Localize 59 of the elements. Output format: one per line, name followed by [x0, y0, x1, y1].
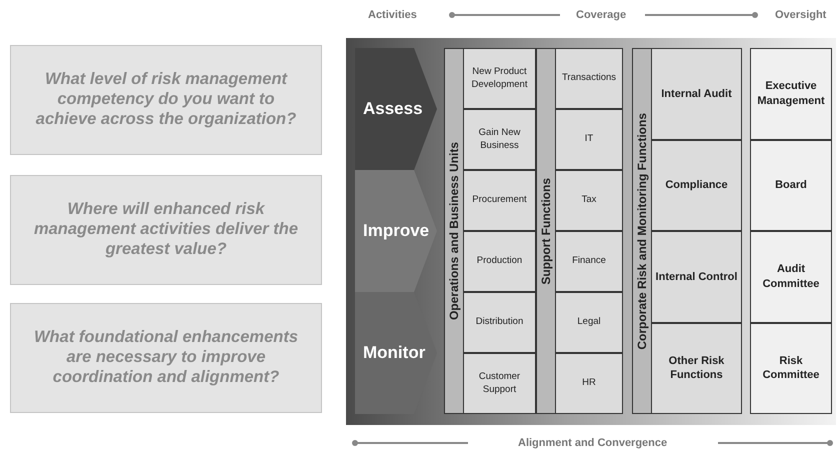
function-cell [651, 322, 742, 414]
function-cell [750, 140, 832, 231]
header-label: Activities [368, 9, 417, 21]
cell-label: Audit Committee [762, 262, 820, 292]
function-cell [463, 231, 536, 292]
column-heading: Operations and Business Units [447, 142, 461, 320]
cell-label: Transactions [562, 72, 616, 85]
header-label: Oversight [775, 9, 826, 21]
function-cell [750, 231, 832, 322]
cell-label: Board [775, 178, 807, 192]
cell-label: New Product Development [470, 66, 528, 91]
cell-label: Internal Audit [661, 86, 732, 101]
function-cell [555, 48, 623, 109]
function-cell [651, 48, 742, 140]
cell-label: Finance [572, 255, 606, 268]
cell-label: HR [582, 377, 596, 390]
cell-label: Risk Committee [762, 354, 820, 383]
cell-label: Executive Management [756, 79, 826, 108]
cell-label: Legal [577, 316, 601, 329]
function-cell [463, 353, 536, 414]
stage-label: Monitor [363, 343, 426, 363]
cell-label: Compliance [665, 178, 728, 192]
function-cell [463, 48, 536, 109]
function-cell [750, 322, 832, 414]
function-cell [555, 353, 623, 414]
header-label: Coverage [576, 9, 626, 21]
cell-label: Internal Control [656, 270, 738, 284]
function-cell [651, 231, 742, 322]
column-group [632, 48, 742, 414]
question-text: What foundational enhancements are necessary to improve coordination and alignment? [32, 328, 300, 388]
cell-label: Distribution [476, 316, 524, 329]
cell-label: Production [476, 255, 522, 268]
cell-label: IT [584, 133, 594, 146]
stage-label: Improve [363, 221, 430, 241]
column-heading: Support Functions [539, 178, 553, 284]
function-cell [555, 292, 623, 353]
function-cell [555, 231, 623, 292]
cell-label: Other Risk Functions [668, 354, 726, 383]
function-cell [555, 109, 623, 170]
function-cell [750, 48, 832, 140]
function-cell [651, 140, 742, 231]
axis-label: Alignment and Convergence [518, 437, 668, 449]
function-cell [463, 109, 536, 170]
column-group [536, 48, 623, 414]
function-cell [463, 292, 536, 353]
question-box [10, 175, 322, 285]
cell-label: Customer Support [478, 371, 522, 396]
question-text: What level of risk management competency do you want to achieve across the organization? [34, 70, 298, 130]
stage-label: Assess [363, 99, 423, 119]
question-box [10, 45, 322, 155]
cell-label: Procurement [472, 194, 527, 207]
cell-label: Gain New Business [478, 127, 522, 152]
question-box [10, 303, 322, 413]
function-cell [463, 170, 536, 231]
column-heading: Corporate Risk and Monitoring Functions [635, 112, 649, 350]
column-group [444, 48, 536, 414]
cell-label: Tax [582, 194, 596, 207]
function-cell [555, 170, 623, 231]
question-text: Where will enhanced risk management activities deliver the greatest value? [32, 200, 300, 260]
